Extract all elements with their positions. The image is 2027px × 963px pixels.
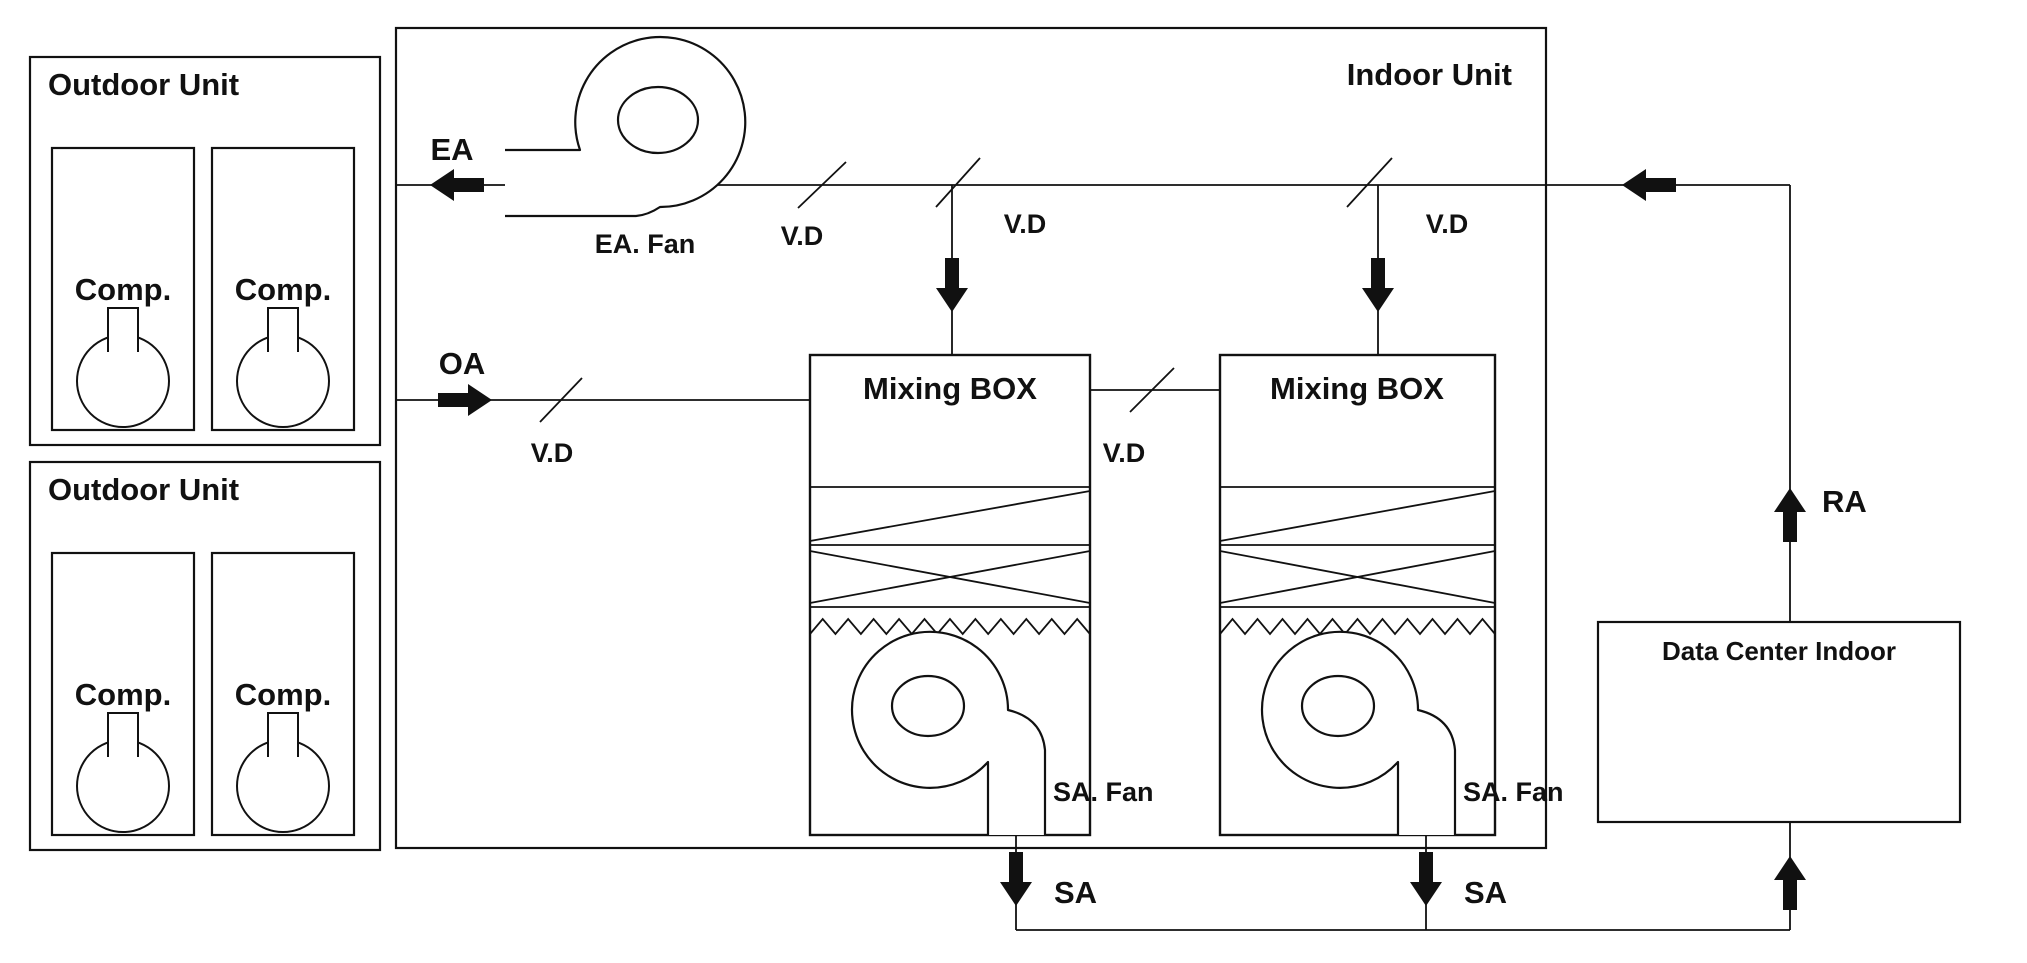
damper-slash	[1346, 157, 1393, 208]
data-center-box	[1596, 620, 1962, 824]
compressor-3-label: Comp.	[75, 677, 171, 712]
vd-label-mb1: V.D	[1004, 209, 1047, 239]
compressor-3-box	[50, 551, 196, 837]
sa-1-label: SA	[1054, 875, 1097, 910]
sa-2-label: SA	[1464, 875, 1507, 910]
vd-label-ea: V.D	[781, 221, 824, 251]
data-center: Data Center Indoor	[1596, 620, 1962, 824]
flow-labels: EA OA RA SA SA	[430, 132, 1866, 910]
mixing-box-2: Mixing BOX	[1218, 353, 1497, 837]
ea-label: EA	[430, 132, 473, 167]
vd-label-mid: V.D	[1103, 438, 1146, 468]
compressor-symbol	[236, 307, 330, 428]
data-center-title: Data Center Indoor	[1662, 636, 1896, 666]
compressor-2-box	[210, 146, 356, 432]
compressor-4-label: Comp.	[235, 677, 331, 712]
coil-section	[1219, 486, 1496, 608]
oa-flow-arrow	[438, 384, 492, 416]
compressor-4-box	[210, 551, 356, 837]
filter-section	[1219, 617, 1496, 636]
damper-slash	[539, 377, 583, 423]
sa-1-flow-arrow	[1000, 852, 1032, 906]
mixing-box-1-title: Mixing BOX	[863, 371, 1037, 406]
indoor-unit-title: Indoor Unit	[1347, 57, 1512, 92]
vd-label-mb2: V.D	[1426, 209, 1469, 239]
damper-slash	[1129, 367, 1175, 413]
volume-dampers: V.D V.D V.D V.D V.D	[531, 157, 1469, 468]
compressor-symbol	[76, 712, 170, 833]
ea-fan-symbol: EA. Fan	[505, 35, 747, 259]
ea-flow-arrow	[430, 169, 484, 201]
coil-section	[809, 486, 1091, 608]
compressor-2-label: Comp.	[235, 272, 331, 307]
vd-label-oa: V.D	[531, 438, 574, 468]
mixing-box-1: Mixing BOX	[808, 353, 1092, 837]
outdoor-unit-2: Outdoor Unit Comp. Comp.	[28, 460, 382, 852]
ra-top-flow-arrow	[1622, 169, 1676, 201]
compressor-symbol	[76, 307, 170, 428]
filter-section	[809, 617, 1091, 636]
dc-inlet-arrow	[1774, 856, 1806, 910]
sa-fan-2-label: SA. Fan	[1463, 777, 1564, 807]
compressor-1-box	[50, 146, 196, 432]
sa-fan-1-label: SA. Fan	[1053, 777, 1154, 807]
indoor-unit-box	[394, 26, 1548, 850]
duct-lines	[396, 184, 1791, 931]
mixing-box-1-inlet-arrow	[936, 258, 968, 312]
compressor-symbol	[236, 712, 330, 833]
outdoor-unit-1-title: Outdoor Unit	[48, 67, 239, 102]
damper-slash	[935, 157, 981, 208]
indoor-unit: Indoor Unit	[394, 26, 1548, 850]
outdoor-unit-1-box	[28, 55, 382, 447]
outdoor-unit-2-title: Outdoor Unit	[48, 472, 239, 507]
damper-slash	[797, 161, 847, 209]
outdoor-unit-2-box	[28, 460, 382, 852]
ra-riser-arrow	[1774, 488, 1806, 542]
compressor-1-label: Comp.	[75, 272, 171, 307]
mixing-box-2-inlet-arrow	[1362, 258, 1394, 312]
ra-label: RA	[1822, 484, 1867, 519]
sa-2-flow-arrow	[1410, 852, 1442, 906]
outdoor-unit-1: Outdoor Unit Comp. Comp.	[28, 55, 382, 447]
mixing-box-2-title: Mixing BOX	[1270, 371, 1444, 406]
oa-label: OA	[439, 346, 486, 381]
ea-fan-label: EA. Fan	[595, 229, 696, 259]
